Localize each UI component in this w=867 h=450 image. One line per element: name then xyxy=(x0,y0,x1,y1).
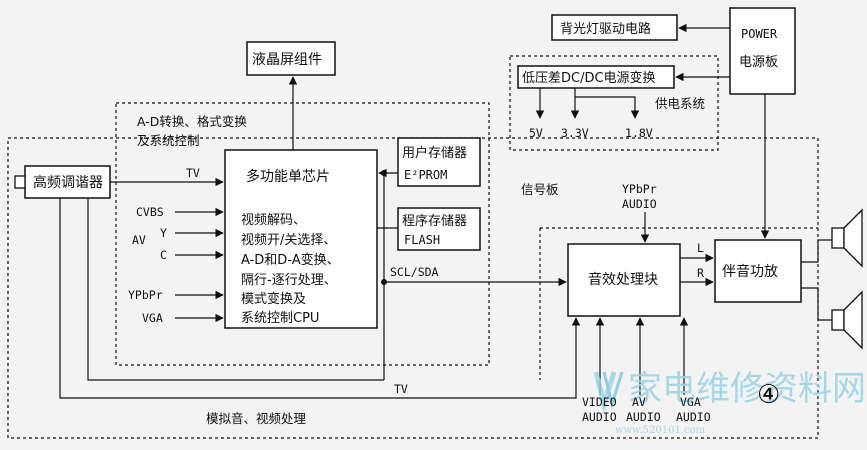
program-memory-type: FLASH xyxy=(404,233,440,247)
signal-board-label: 信号板 xyxy=(521,182,559,197)
audio-input-av-1: AV xyxy=(632,395,646,409)
lcd-label: 液晶屏组件 xyxy=(252,52,322,68)
audio-amp-label: 伴音功放 xyxy=(722,263,778,280)
user-memory-type: E²PROM xyxy=(404,168,447,182)
input-ypbpr: YPbPr xyxy=(128,288,163,302)
adc-region-label-2: 及系统控制 xyxy=(137,133,200,148)
soc-function-5: 模式变换及 xyxy=(241,291,306,307)
circled-number: ④ xyxy=(757,380,780,410)
tuner-label: 高频调谐器 xyxy=(33,174,103,191)
voltage-1v8: 1.8V xyxy=(625,126,653,140)
input-c: C xyxy=(160,248,167,262)
power-supply-system-label: 供电系统 xyxy=(655,96,705,111)
junction-dot-upper xyxy=(381,170,387,176)
power-board-block xyxy=(729,7,796,95)
input-vga: VGA xyxy=(142,311,163,325)
watermark-text: 家电维修资料网 xyxy=(628,369,866,409)
ypbpr-audio-label-2: AUDIO xyxy=(622,197,657,211)
power-supply-region xyxy=(509,55,719,151)
speaker-upper-icon xyxy=(831,208,863,268)
audio-amp-block xyxy=(714,239,802,303)
analog-processing-label: 模拟音、视频处理 xyxy=(206,411,307,426)
soc-title: 多功能单芯片 xyxy=(246,168,330,185)
adc-control-region xyxy=(115,102,490,366)
watermark-logo-icon xyxy=(593,371,624,414)
tuner-block xyxy=(24,165,111,199)
adc-region-label-1: A-D转换、格式变换 xyxy=(137,114,247,129)
dcdc-block xyxy=(517,65,675,89)
voltage-5v: 5V xyxy=(529,126,543,140)
program-memory-block xyxy=(397,207,481,251)
left-channel-label: L xyxy=(697,241,704,255)
soc-function-1: 视频解码、 xyxy=(241,213,306,228)
junction-dot-lower xyxy=(381,279,387,285)
speaker-lower-icon xyxy=(831,290,863,350)
user-memory-block xyxy=(397,137,481,187)
audio-input-video-1: VIDEO xyxy=(582,395,617,409)
soc-function-2: 视频开/关选择、 xyxy=(241,233,336,248)
input-y: Y xyxy=(160,226,167,240)
soc-function-6: 系统控制CPU xyxy=(241,311,319,326)
audio-input-vga-2: AUDIO xyxy=(676,410,711,424)
power-board-label-en: POWER xyxy=(741,27,778,41)
backlight-label: 背光灯驱动电路 xyxy=(560,21,651,37)
dcdc-label: 低压差DC/DC电源变换 xyxy=(522,70,656,86)
soc-block xyxy=(224,149,378,329)
tv-label-top: TV xyxy=(186,166,200,180)
soc-function-3: A-D和D-A变换、 xyxy=(241,252,340,268)
backlight-block xyxy=(551,14,678,41)
tv-label-bottom: TV xyxy=(394,382,408,396)
ypbpr-audio-label-1: YPbPr xyxy=(622,182,657,196)
tuner-antenna-port xyxy=(14,175,26,189)
audio-processor-block xyxy=(567,243,681,317)
audio-input-vga-1: VGA xyxy=(680,395,701,409)
audio-input-video-2: AUDIO xyxy=(582,410,617,424)
input-cvbs: CVBS xyxy=(136,205,164,219)
program-memory-label: 程序存储器 xyxy=(402,214,467,229)
watermark-url: www.520101.com xyxy=(615,425,706,436)
audio-input-av-2: AUDIO xyxy=(626,410,661,424)
power-board-label-cn: 电源板 xyxy=(739,55,778,70)
voltage-3v3: 3.3V xyxy=(561,126,589,140)
right-channel-label: R xyxy=(697,266,704,280)
audio-processor-label: 音效处理块 xyxy=(588,271,658,288)
user-memory-label: 用户存储器 xyxy=(402,145,467,161)
soc-function-4: 隔行-逐行处理、 xyxy=(241,273,337,288)
lcd-block xyxy=(246,41,336,76)
scl-sda-label: SCL/SDA xyxy=(390,265,439,279)
input-av: AV xyxy=(132,233,146,247)
